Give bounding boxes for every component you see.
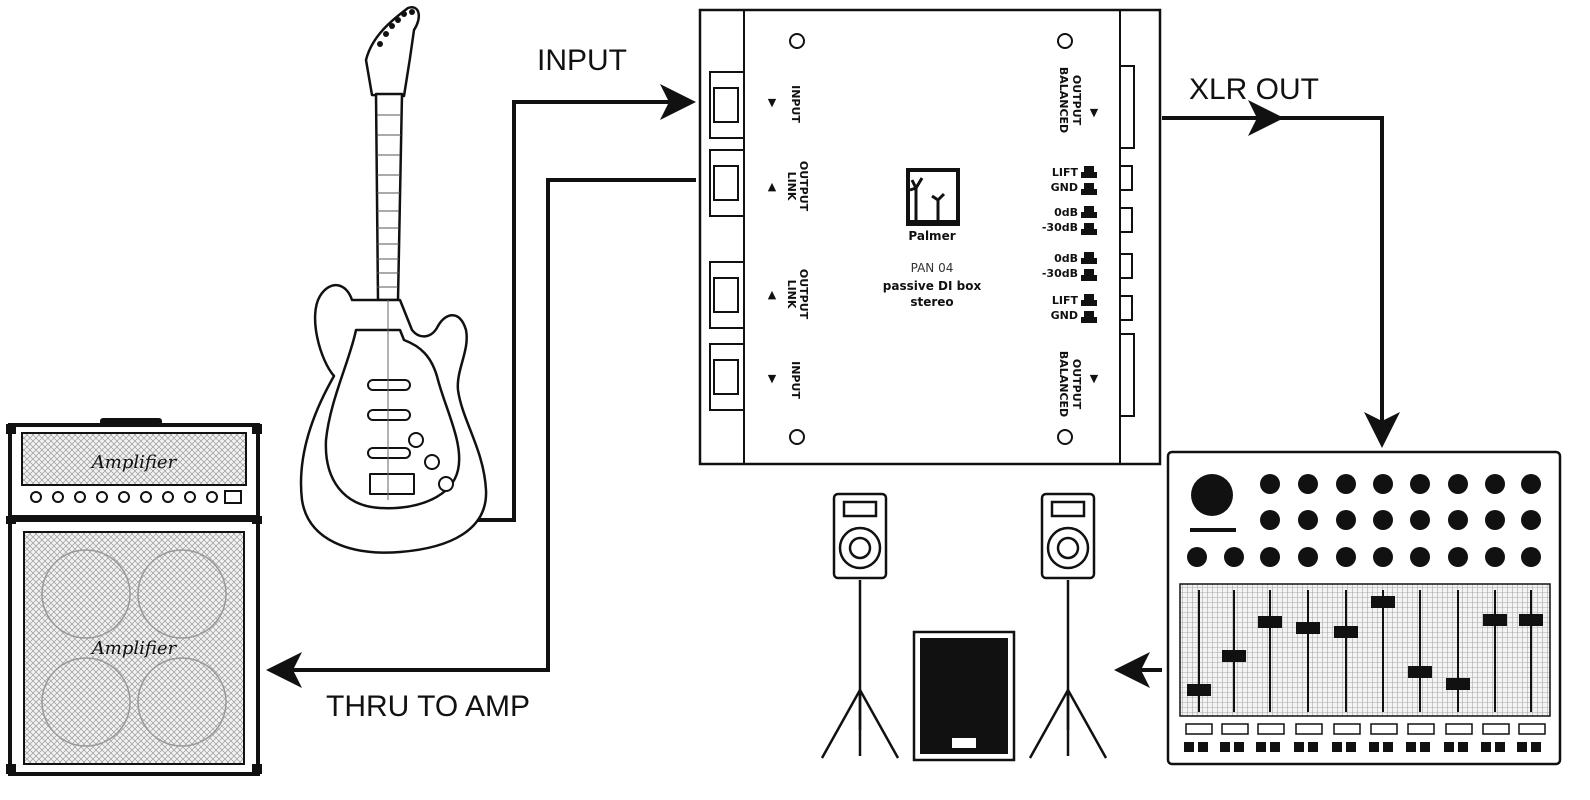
di-description-1: passive DI box: [883, 279, 982, 293]
svg-text:0dB: 0dB: [1054, 206, 1078, 219]
svg-text:0dB: 0dB: [1054, 252, 1078, 265]
svg-text:▲: ▲: [768, 288, 777, 301]
di-right-connectors: [1119, 65, 1135, 417]
svg-text:LIFT: LIFT: [1052, 294, 1079, 307]
svg-text:LIFT: LIFT: [1052, 166, 1079, 179]
mixer-bottom-buttons: [1184, 742, 1541, 752]
svg-text:-30dB: -30dB: [1042, 267, 1078, 280]
pa-speaker-left: [820, 492, 900, 759]
amp-cabinet-logo: Amplifier: [90, 638, 178, 659]
mixing-console: [1166, 450, 1562, 766]
svg-text:Palmer: Palmer: [908, 229, 955, 243]
svg-text:OUTPUT: OUTPUT: [797, 269, 810, 320]
svg-text:LINK: LINK: [785, 280, 798, 309]
svg-text:▼: ▼: [768, 96, 777, 109]
svg-text:-30dB: -30dB: [1042, 221, 1078, 234]
amp-head-knobs: [30, 490, 242, 504]
svg-text:OUTPUT: OUTPUT: [1070, 359, 1083, 410]
cables: [266, 84, 1400, 688]
di-port-input-1: ▼ INPUT: [768, 85, 802, 123]
di-port-link-output-1: ▲ LINK OUTPUT: [768, 161, 810, 212]
di-switch-pad-1: 0dB -30dB: [1042, 206, 1078, 234]
svg-text:LINK: LINK: [785, 172, 798, 201]
di-port-link-output-2: ▲ LINK OUTPUT: [768, 269, 810, 320]
mixer-faders: [1187, 596, 1543, 696]
svg-text:▼: ▼: [768, 372, 777, 385]
di-switch-icons: [1081, 166, 1097, 323]
label-thru-to-amp: THRU TO AMP: [326, 690, 530, 723]
svg-text:OUTPUT: OUTPUT: [797, 161, 810, 212]
di-switch-lift-gnd-1: LIFT GND: [1051, 166, 1079, 194]
svg-text:▼: ▼: [1090, 106, 1099, 119]
svg-text:INPUT: INPUT: [789, 85, 802, 123]
amplifier-stack: Amplifier Amplifier: [6, 418, 262, 776]
cable-xlr-to-mixer: [1270, 116, 1400, 448]
palmer-logo: Palmer: [906, 168, 960, 243]
amp-head-logo: Amplifier: [90, 452, 178, 473]
di-model: PAN 04: [911, 261, 954, 275]
subwoofer: [912, 630, 1016, 762]
svg-text:BALANCED: BALANCED: [1057, 351, 1070, 417]
di-switch-lift-gnd-2: LIFT GND: [1051, 294, 1079, 322]
di-box: ▼ INPUT ▲ LINK OUTPUT ▲ LINK OUTPUT ▼ IN…: [698, 8, 1162, 466]
svg-text:▼: ▼: [1090, 372, 1099, 385]
di-balanced-output-bottom: BALANCED OUTPUT ▼: [1057, 351, 1099, 417]
cable-guitar-to-input: [478, 84, 696, 522]
di-description-2: stereo: [910, 295, 953, 309]
di-left-jacks: [709, 71, 745, 411]
svg-text:▲: ▲: [768, 180, 777, 193]
svg-text:GND: GND: [1051, 309, 1078, 322]
label-input: INPUT: [537, 44, 627, 77]
cable-link-to-amp: [266, 178, 696, 688]
label-xlr-out: XLR OUT: [1189, 73, 1319, 106]
svg-text:BALANCED: BALANCED: [1057, 67, 1070, 133]
mixer-buttons: [1185, 723, 1546, 735]
di-box-body: [698, 8, 1162, 466]
svg-text:GND: GND: [1051, 181, 1078, 194]
mixer-knobs: [1187, 474, 1541, 567]
electric-guitar-icon: [299, 6, 488, 554]
svg-text:OUTPUT: OUTPUT: [1070, 75, 1083, 126]
svg-text:INPUT: INPUT: [789, 361, 802, 399]
pa-speaker-right: [1028, 492, 1108, 759]
di-port-input-2: ▼ INPUT: [768, 361, 802, 399]
di-switch-pad-2: 0dB -30dB: [1042, 252, 1078, 280]
di-balanced-output-top: BALANCED OUTPUT ▼: [1057, 67, 1099, 133]
